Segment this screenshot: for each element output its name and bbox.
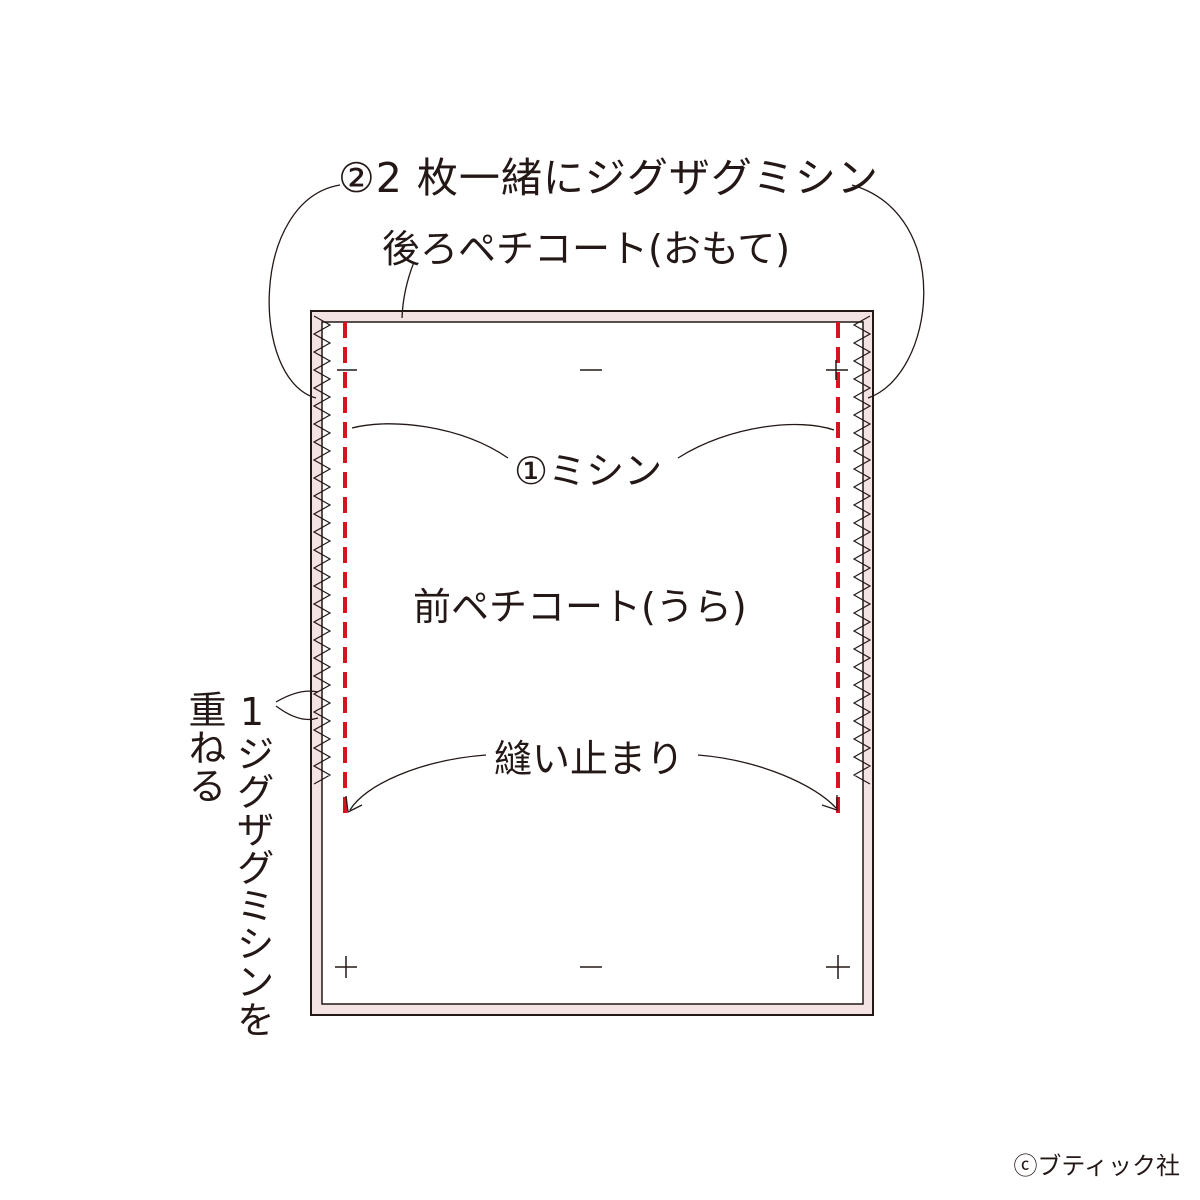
leader-lines [268,184,925,811]
front-petticoat-panel [321,321,864,1005]
back-petticoat-label: 後ろペチコート(おもて) [382,227,791,271]
leader-stop-right [697,754,837,809]
stitch-stop-arrowheads [345,795,838,813]
overlap-verb-label: 重ねる [182,690,226,804]
zigzag-edge-right [852,315,872,785]
leader-overlap-bottom [275,705,319,721]
stitch-stop-label: 縫い止まり [494,737,685,781]
registration-marks [335,360,850,979]
overlap-zigzag-label: 1ジグザグミシンを [230,690,274,1038]
copyright-text: ⓒブティック社 [1013,1152,1180,1180]
zigzag-edge-left [312,315,332,785]
zigzag-together-label: ②2 枚一緒にジグザグミシン [338,154,879,202]
leader-zigzag-left [268,184,341,399]
leader-back-petticoat [401,261,415,319]
zzLeft-path [312,315,332,785]
leader-overlap-top [275,690,319,703]
leader-stop-left [349,754,487,811]
zzRight-path [852,315,872,785]
front-petticoat-label: 前ペチコート(うら) [413,585,747,629]
leader-machine-left [351,423,509,459]
leader-machine-right [677,423,835,459]
machine-stitch-label: ①ミシン [514,449,663,493]
leader-zigzag-right [851,184,925,399]
